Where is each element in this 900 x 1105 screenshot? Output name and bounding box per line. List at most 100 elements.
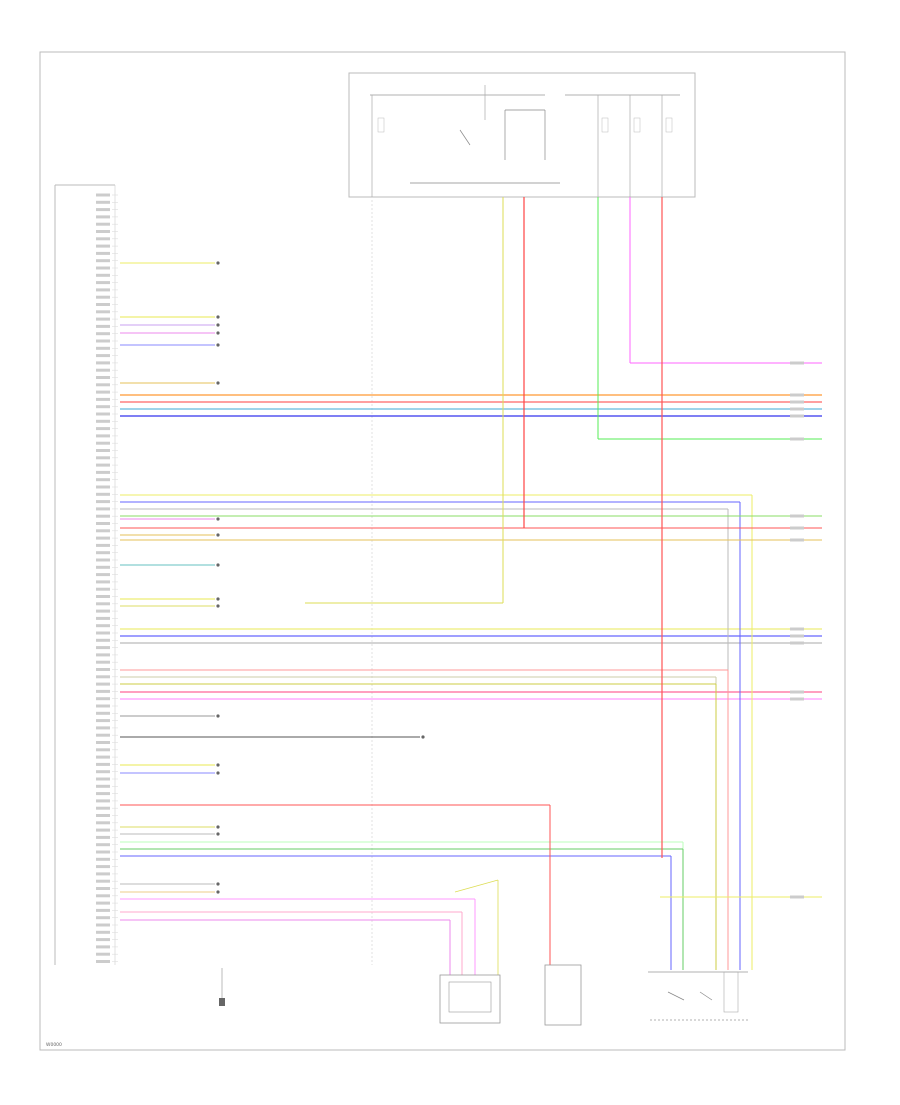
pin-label bbox=[96, 507, 110, 511]
wire-label bbox=[790, 361, 804, 365]
pin-label bbox=[96, 230, 110, 233]
pin-label bbox=[96, 215, 110, 219]
pin-label bbox=[96, 624, 110, 628]
pin-label bbox=[96, 616, 110, 620]
pin-label bbox=[96, 573, 110, 577]
pin-label bbox=[96, 865, 110, 869]
pin-label bbox=[96, 536, 110, 540]
pin-label bbox=[96, 463, 110, 467]
pin-label bbox=[96, 324, 110, 328]
pin-label bbox=[96, 733, 110, 737]
wire-endpoint bbox=[216, 343, 220, 347]
wire-endpoint bbox=[216, 261, 220, 265]
wire-endpoint bbox=[216, 832, 220, 836]
pin-label bbox=[96, 887, 110, 890]
pin-label bbox=[96, 835, 110, 839]
pin-label bbox=[96, 266, 110, 270]
pin-label bbox=[96, 901, 110, 905]
pin-label bbox=[96, 529, 110, 533]
pin-label bbox=[96, 857, 110, 861]
pin-label bbox=[96, 390, 110, 394]
wire-endpoint bbox=[216, 771, 220, 775]
pin-label bbox=[96, 711, 110, 715]
pin-label bbox=[96, 470, 110, 474]
ground-symbol bbox=[219, 968, 225, 1006]
pin-label bbox=[96, 770, 110, 774]
pin-label bbox=[96, 850, 110, 854]
diagram-frame bbox=[39, 51, 846, 1051]
pin-label bbox=[96, 762, 110, 766]
pin-label bbox=[96, 244, 110, 248]
wire-endpoint bbox=[216, 882, 220, 886]
wire-labels bbox=[96, 193, 804, 963]
pin-label bbox=[96, 456, 110, 460]
pin-label bbox=[96, 288, 110, 292]
wire-endpoint bbox=[216, 890, 220, 894]
wire-endpoint bbox=[216, 825, 220, 829]
wires bbox=[112, 194, 822, 975]
wire-label bbox=[790, 437, 804, 441]
pin-label bbox=[96, 960, 110, 963]
wire-label bbox=[790, 641, 804, 645]
wire-endpoint bbox=[216, 315, 220, 319]
pin-label bbox=[96, 777, 110, 781]
pin-label bbox=[96, 952, 110, 956]
pin-label bbox=[96, 682, 110, 686]
pin-label bbox=[96, 930, 110, 934]
pin-label bbox=[96, 646, 110, 650]
pin-label bbox=[96, 273, 110, 277]
wire-label bbox=[790, 400, 804, 404]
pin-label bbox=[96, 938, 110, 942]
pin-label bbox=[96, 514, 110, 518]
module-connector bbox=[54, 184, 116, 965]
pin-label bbox=[96, 806, 110, 810]
pin-label bbox=[96, 719, 110, 723]
wire-label bbox=[790, 514, 804, 518]
pin-label bbox=[96, 200, 110, 204]
pin-label bbox=[96, 332, 110, 336]
footer-id: W0000 bbox=[46, 1042, 62, 1048]
pin-label bbox=[96, 346, 110, 350]
pin-label bbox=[96, 485, 110, 489]
wire-label bbox=[790, 690, 804, 694]
wire-endpoint bbox=[421, 735, 425, 739]
pin-label bbox=[96, 543, 110, 547]
pin-label bbox=[96, 631, 110, 635]
pin-label bbox=[96, 492, 110, 496]
pin-label bbox=[96, 755, 110, 759]
pin-label bbox=[96, 689, 110, 693]
wire-endpoint bbox=[216, 331, 220, 335]
wire-label bbox=[790, 526, 804, 530]
pin-label bbox=[96, 653, 110, 657]
pin-label bbox=[96, 792, 110, 796]
pin-label bbox=[96, 828, 110, 832]
pin-label bbox=[96, 741, 110, 744]
pin-label bbox=[96, 638, 110, 642]
pin-label bbox=[96, 908, 110, 912]
pin-label bbox=[96, 595, 110, 598]
pin-label bbox=[96, 923, 110, 927]
pin-label bbox=[96, 412, 110, 416]
wire-label bbox=[790, 407, 804, 411]
pin-label bbox=[96, 427, 110, 431]
wire-label bbox=[790, 393, 804, 397]
pin-label bbox=[96, 317, 110, 321]
pin-label bbox=[96, 558, 110, 562]
pin-label bbox=[96, 602, 110, 606]
wire-endpoint bbox=[216, 517, 220, 521]
wire-endpoint bbox=[216, 597, 220, 601]
wire-label bbox=[790, 627, 804, 631]
pin-label bbox=[96, 310, 110, 314]
pin-label bbox=[96, 193, 110, 197]
pin-label bbox=[96, 419, 110, 423]
pin-label bbox=[96, 821, 110, 825]
fuse-box bbox=[348, 72, 696, 198]
pin-label bbox=[96, 376, 110, 379]
pin-label bbox=[96, 405, 110, 409]
pin-label bbox=[96, 551, 110, 555]
wire-label bbox=[790, 414, 804, 418]
wire-label bbox=[790, 697, 804, 701]
pin-label bbox=[96, 441, 110, 445]
pin-label bbox=[96, 668, 110, 671]
